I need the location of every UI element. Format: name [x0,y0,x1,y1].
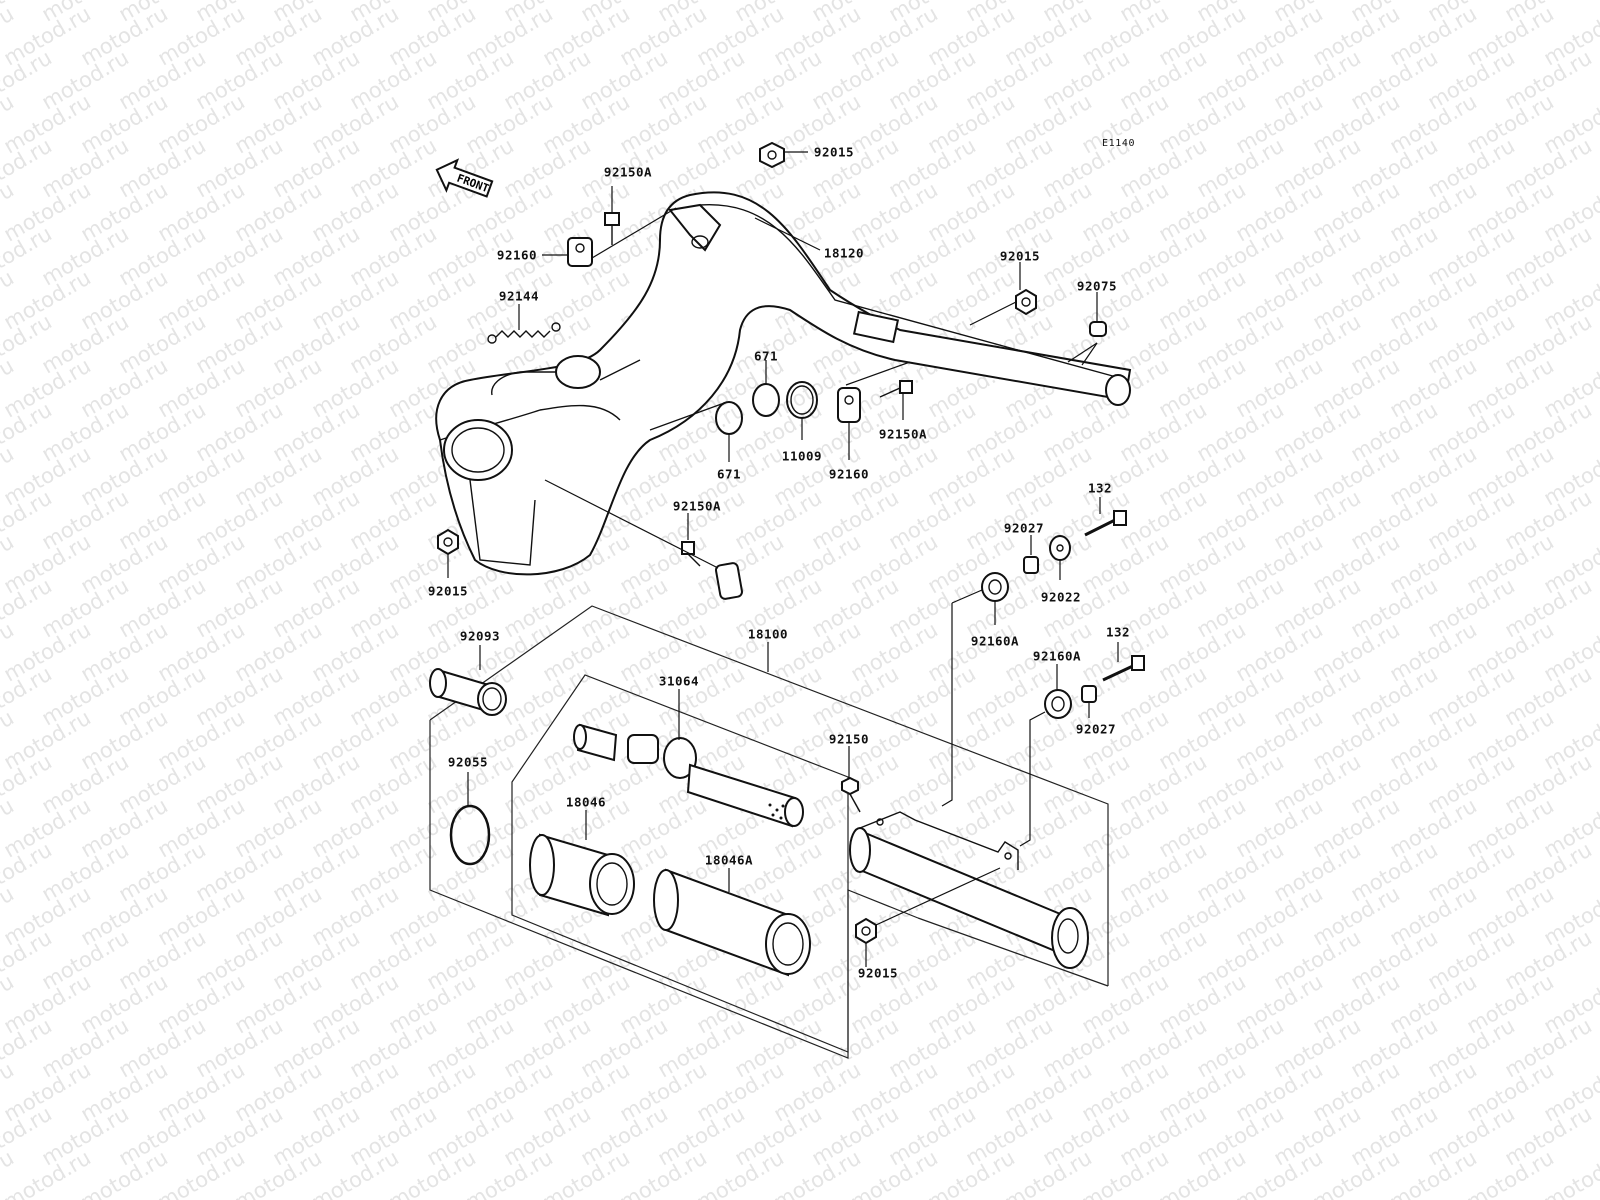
part-label-92015-top[interactable]: 92015 [813,144,855,160]
nut-92015-left-icon [437,528,459,556]
bolt-92150A-low-icon [681,541,743,600]
bolt-92150-icon [841,776,861,813]
gasket-92055-icon [449,804,491,866]
bracket-92160-top-icon [567,237,593,267]
part-label-132-lower[interactable]: 132 [1105,624,1131,640]
part-label-18046[interactable]: 18046 [565,794,607,810]
part-label-92015-bottom[interactable]: 92015 [857,965,899,981]
leader-lines [447,151,1119,967]
damper-92075-icon [1089,321,1107,337]
silencer-body-icon [849,811,1089,969]
part-label-92150A-top[interactable]: 92150A [603,164,653,180]
part-label-671-upper[interactable]: 671 [753,348,779,364]
silencer-core-31064-outline [511,674,849,1053]
part-label-92055[interactable]: 92055 [447,754,489,770]
o-ring-671-b-icon [752,383,780,417]
packing-18046-icon [529,833,635,917]
silencer-core-31064-icon [573,723,804,828]
part-label-18046A[interactable]: 18046A [704,852,754,868]
part-label-11009[interactable]: 11009 [781,448,823,464]
part-label-92150A-mid[interactable]: 92150A [878,426,928,442]
bolt-92150A-mid-icon [879,380,913,398]
nut-92015-top-icon [759,141,785,169]
collar-92027-a-icon [1023,556,1039,574]
bolt-92150A-top-icon [604,212,620,245]
part-label-92027-upper[interactable]: 92027 [1003,520,1045,536]
part-label-92015-right[interactable]: 92015 [999,248,1041,264]
gasket-11009-icon [786,381,818,419]
exhaust-pipe-18120 [435,191,1132,576]
part-label-31064[interactable]: 31064 [658,673,700,689]
part-label-18100[interactable]: 18100 [747,626,789,642]
grommet-92160A-b-icon [1044,689,1072,719]
bracket-92160-mid-icon [837,387,861,423]
joint-pipe-92093-icon [429,668,507,716]
grommet-92160A-a-icon [981,572,1009,602]
part-label-92160-top[interactable]: 92160 [496,247,538,263]
spring-92144-icon [487,322,561,344]
part-label-92075[interactable]: 92075 [1076,278,1118,294]
part-label-18120[interactable]: 18120 [823,245,865,261]
part-label-92150[interactable]: 92150 [828,731,870,747]
part-label-671-lower[interactable]: 671 [716,466,742,482]
part-label-92093[interactable]: 92093 [459,628,501,644]
bolt-132-b-icon [1102,655,1145,682]
o-ring-671-a-icon [715,401,743,435]
diagram-code: E1140 [1102,138,1136,149]
front-arrow-icon: FRONT [435,158,494,198]
nut-92015-bottom-icon [855,917,877,945]
bolt-132-a-icon [1084,510,1127,537]
part-label-92022[interactable]: 92022 [1040,589,1082,605]
part-label-92160A-lower[interactable]: 92160A [1032,648,1082,664]
packing-18046A-icon [653,868,811,977]
part-label-92015-left[interactable]: 92015 [427,583,469,599]
part-label-92027-lower[interactable]: 92027 [1075,721,1117,737]
part-label-92144[interactable]: 92144 [498,288,540,304]
collar-92027-b-icon [1081,685,1097,703]
part-label-92160-mid[interactable]: 92160 [828,466,870,482]
part-label-92150A-low[interactable]: 92150A [672,498,722,514]
silencer-assembly-18100-outline [429,605,1109,1059]
part-label-132-upper[interactable]: 132 [1087,480,1113,496]
part-label-92160A-upper[interactable]: 92160A [970,633,1020,649]
washer-92022-icon [1049,535,1071,561]
nut-92015-right-icon [1015,288,1037,316]
